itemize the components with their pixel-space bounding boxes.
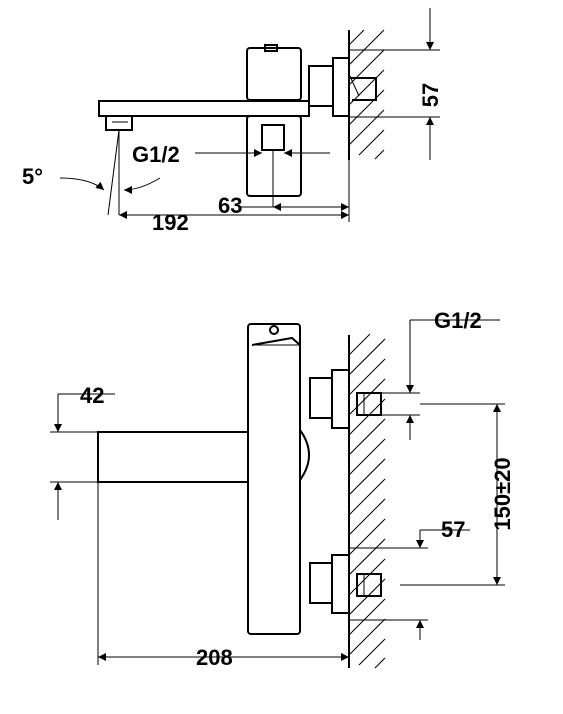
angle-5deg: 5° [22, 129, 161, 216]
dim-42: 42 [50, 383, 115, 520]
dim-192-label: 192 [152, 210, 189, 235]
g12-front: G1/2 [406, 308, 500, 440]
mixer-body-top [246, 44, 377, 197]
connector-lower [309, 554, 382, 614]
top-view: 57 G1/2 5° 63 192 [22, 8, 443, 235]
g12-top-label: G1/2 [132, 142, 180, 167]
dim-57-top: 57 [349, 8, 443, 160]
dim-192-63: 63 192 [119, 150, 350, 235]
g12-front-label: G1/2 [434, 308, 482, 333]
g12-top: G1/2 [132, 142, 330, 167]
dim-57-top-label: 57 [418, 83, 443, 107]
dim-208-label: 208 [196, 645, 233, 670]
wall-hatch-bottom [348, 333, 386, 669]
dim-63-label: 63 [218, 193, 242, 218]
dim-57-front-label: 57 [441, 517, 465, 542]
dim-150-label: 150±20 [490, 457, 515, 530]
angle-label: 5° [22, 164, 43, 189]
dim-150: 150±20 [400, 403, 515, 586]
mixer-body-front [247, 323, 310, 635]
dim-208: 208 [97, 482, 349, 670]
dim-57-front: 57 [349, 517, 470, 640]
dim-42-label: 42 [80, 383, 104, 408]
spout-front [97, 431, 249, 483]
front-view: G1/2 42 150±20 57 [50, 308, 515, 670]
